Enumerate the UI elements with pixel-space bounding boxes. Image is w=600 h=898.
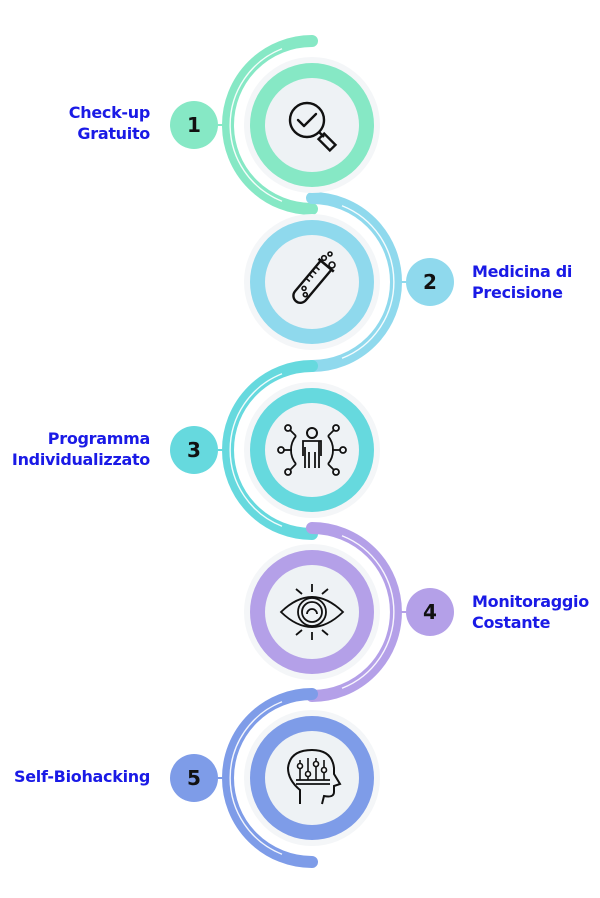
step-5-badge [170,754,218,802]
step-3-label: Programma Individualizzato [12,428,150,470]
step-4-label-line-1: Monitoraggio [472,592,589,611]
step-2-arc-highlight [341,205,395,359]
step-5-label: Self-Biohacking [14,766,150,787]
test-tube-icon [292,251,336,304]
step-5-label-line-1: Self-Biohacking [14,767,150,786]
person-network-icon [277,424,347,476]
step-4-label: Monitoraggio Costante [472,591,589,633]
step-2-label-line-1: Medicina di [472,262,573,281]
step-1-label: Check-up Gratuito [68,102,151,144]
step-1-disc-center [265,78,359,172]
step-2-disc-center [265,235,359,329]
magnifier-check-icon [288,101,338,153]
step-5-number: 5 [187,766,201,790]
step-2-number: 2 [423,270,437,294]
step-2-badge [406,258,454,306]
step-3-label-line-2: Individualizzato [11,450,150,469]
step-4-arc-highlight [341,535,395,689]
connector-arcs [222,35,402,868]
head-sliders-icon [286,748,342,805]
eye-icon [279,584,345,640]
step-3-disc-center [265,403,359,497]
step-3-arc-highlight [229,373,283,527]
step-3-badge [170,426,218,474]
step-5-arc [222,688,318,868]
step-4-badge [406,588,454,636]
step-5-disc-center [265,731,359,825]
step-1-number: 1 [187,113,201,137]
step-1-label-line-2: Gratuito [77,124,150,143]
step-1-arc [222,35,318,215]
step-3-number: 3 [187,438,201,462]
step-5-arc-highlight [229,701,283,855]
step-1-label-line-1: Check-up [68,103,151,122]
step-4-arc [306,522,402,702]
step-2-arc [306,192,402,372]
step-4-number: 4 [423,600,437,624]
step-2-label: Medicina di Precisione [472,261,572,303]
step-4-disc-center [265,565,359,659]
step-3-arc [222,360,318,540]
step-number-badges: 1 2 3 4 5 [170,101,454,802]
step-discs [244,57,380,846]
step-1-arc-highlight [229,48,283,202]
step-4-label-line-2: Costante [472,613,551,632]
step-3-label-line-1: Programma [47,429,151,448]
step-2-label-line-2: Precisione [472,283,563,302]
step-1-badge [170,101,218,149]
